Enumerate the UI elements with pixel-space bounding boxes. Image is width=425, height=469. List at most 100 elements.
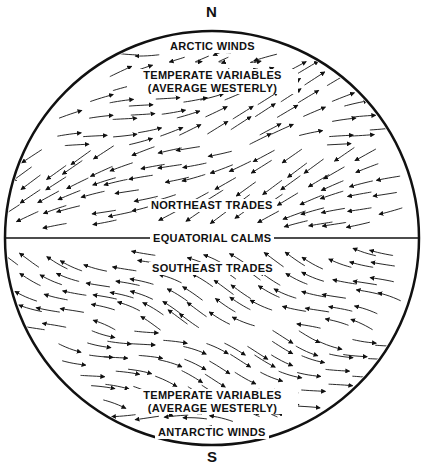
wind-arrow xyxy=(46,177,66,190)
wind-arrow xyxy=(104,179,127,185)
wind-arrow xyxy=(350,181,373,187)
wind-arrow xyxy=(210,165,232,173)
wind-arrow xyxy=(350,262,373,267)
wind-arrow xyxy=(200,94,223,100)
wind-arrow xyxy=(298,61,319,73)
wind-arrow xyxy=(86,283,110,287)
wind-arrow xyxy=(155,376,177,386)
wind-arrow xyxy=(113,118,137,119)
wind-arrow xyxy=(113,134,137,137)
wind-arrow xyxy=(333,280,357,284)
wind-arrow xyxy=(236,182,255,196)
wind-arrow xyxy=(251,160,271,173)
wind-arrow xyxy=(132,147,154,156)
wind-arrow xyxy=(105,384,128,389)
wind-arrow xyxy=(81,375,105,376)
equator-label: EQUATORIAL CALMS xyxy=(150,232,274,245)
wind-arrow xyxy=(250,300,272,310)
wind-arrow xyxy=(273,330,293,343)
wind-arrow xyxy=(303,107,325,116)
wind-arrow xyxy=(131,344,155,345)
wind-arrow xyxy=(231,285,251,299)
wind-arrow xyxy=(298,90,319,102)
wind-arrow xyxy=(353,339,377,343)
wind-arrow xyxy=(356,164,378,173)
wind-arrow xyxy=(182,174,205,181)
wind-arrow xyxy=(277,105,298,117)
wind-arrow xyxy=(143,303,164,315)
wind-arrow xyxy=(195,56,208,62)
wind-arrow xyxy=(254,355,275,367)
wind-arrow xyxy=(230,354,250,367)
wind-arrow xyxy=(232,317,254,326)
wind-arrow xyxy=(297,324,321,328)
wind-arrow xyxy=(156,98,180,99)
wind-arrow xyxy=(94,146,114,159)
wind-arrow xyxy=(301,390,325,391)
wind-arrow xyxy=(260,124,281,135)
wind-arrow xyxy=(301,208,324,215)
wind-arrow xyxy=(296,346,318,356)
wind-arrow xyxy=(182,371,203,383)
wind-arrow xyxy=(184,359,206,370)
wind-arrow xyxy=(20,190,40,203)
wind-arrow xyxy=(326,369,350,371)
wind-arrow xyxy=(176,147,200,151)
wind-arrow xyxy=(258,286,279,298)
wind-arrow xyxy=(283,211,306,219)
wind-arrow xyxy=(180,314,200,328)
wind-arrow xyxy=(57,206,80,212)
wind-arrow xyxy=(321,208,345,212)
wind-belt-label: SOUTHEAST TRADES xyxy=(149,262,276,275)
wind-arrow xyxy=(302,356,325,363)
wind-arrow xyxy=(91,386,115,389)
wind-arrow xyxy=(305,72,325,85)
wind-arrow xyxy=(84,265,107,271)
wind-arrow xyxy=(319,342,342,350)
wind-arrow xyxy=(224,343,245,355)
wind-arrow xyxy=(324,167,345,179)
wind-arrow xyxy=(89,115,113,118)
wind-arrow xyxy=(296,406,320,408)
wind-arrow xyxy=(15,292,37,302)
wind-arrow xyxy=(116,281,140,285)
wind-belt-label: ANTARCTIC WINDS xyxy=(155,426,269,439)
wind-arrow xyxy=(57,133,81,136)
wind-arrow xyxy=(167,289,187,302)
wind-arrow xyxy=(299,331,320,343)
wind-arrow xyxy=(60,261,82,271)
wind-arrow xyxy=(278,193,299,205)
wind-arrow xyxy=(90,95,113,102)
wind-belt-label: TEMPERATE VARIABLES (AVERAGE WESTERLY) xyxy=(127,69,298,94)
wind-arrow xyxy=(272,341,293,353)
wind-arrow xyxy=(376,176,400,180)
wind-arrow xyxy=(271,355,292,366)
wind-arrow xyxy=(93,320,115,330)
wind-arrow xyxy=(321,181,343,191)
globe-outline xyxy=(5,31,419,445)
wind-arrow xyxy=(130,291,153,299)
wind-arrow xyxy=(17,211,39,221)
wind-arrow xyxy=(300,195,322,204)
pole-label: N xyxy=(203,3,220,20)
wind-arrow xyxy=(282,149,302,163)
wind-arrow xyxy=(285,252,305,266)
wind-arrow xyxy=(44,206,67,214)
wind-arrow xyxy=(44,294,67,300)
wind-arrow xyxy=(107,341,131,344)
wind-arrow xyxy=(43,223,67,228)
wind-arrow xyxy=(179,125,200,136)
wind-arrow xyxy=(168,310,187,324)
wind-arrow xyxy=(129,138,152,144)
wind-arrow xyxy=(263,180,282,194)
wind-arrow xyxy=(216,299,236,312)
wind-arrow xyxy=(81,191,104,197)
wind-arrow xyxy=(104,357,128,358)
wind-arrow xyxy=(329,354,353,358)
wind-arrow xyxy=(309,174,330,186)
wind-arrow xyxy=(229,161,251,171)
wind-arrow xyxy=(250,61,261,62)
wind-arrow xyxy=(348,208,372,212)
wind-arrow xyxy=(344,101,367,106)
wind-arrow xyxy=(305,308,329,312)
